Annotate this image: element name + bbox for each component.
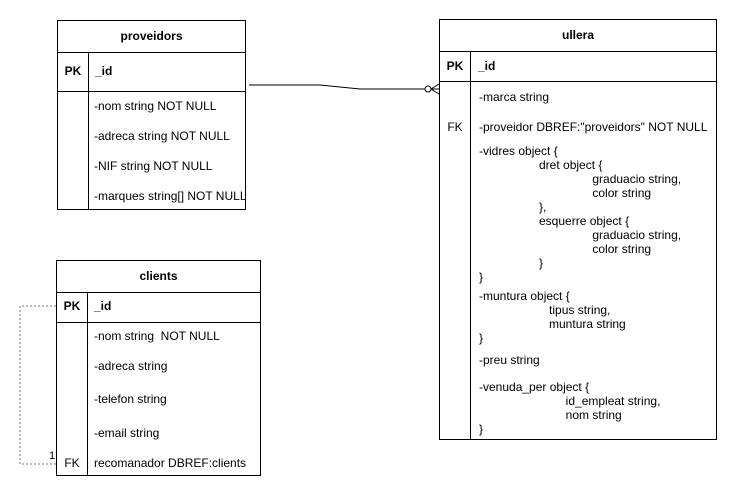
ullera-vidres-line: -vidres object { [479, 144, 558, 158]
self-link-cardinality: 1 [49, 450, 55, 462]
proveidors-pk-label: PK [64, 64, 82, 78]
crowfoot-circle [424, 85, 432, 93]
clients-field: -telefon string [94, 392, 167, 406]
ullera-vidres-line: graduacio string, [479, 172, 682, 186]
ullera-field-preu: -preu string [479, 353, 540, 367]
clients-field: -nom string NOT NULL [94, 329, 220, 343]
ullera-muntura-line: muntura string [479, 317, 626, 331]
ullera-vidres-line: esquerre object { [479, 214, 630, 228]
clients-field: -email string [94, 426, 160, 440]
proveidors-table[interactable]: proveidors PK _id -nom string NOT NULL -… [57, 20, 247, 210]
ullera-vidres-line: } [479, 256, 544, 270]
ullera-vidres-line: } [479, 270, 484, 284]
ullera-vidres-line: color string [479, 242, 652, 256]
ullera-vidres-line: }, [479, 200, 547, 214]
ullera-fk-field: -proveidor DBREF:"proveidors" NOT NULL [479, 120, 708, 134]
proveidors-key-divider [88, 52, 89, 209]
proveidors-field: -adreca string NOT NULL [94, 129, 230, 143]
clients-table-title: clients [57, 261, 260, 293]
ullera-key-divider [470, 51, 471, 439]
clients-field: -adreca string [94, 359, 168, 373]
proveidors-pk-field: _id [95, 64, 113, 78]
proveidors-table-title: proveidors [58, 21, 245, 53]
ullera-vidres-line: graduacio string, [479, 228, 682, 242]
ullera-venuda-line: id_empleat string, [479, 394, 661, 408]
crowfoot-lines [430, 83, 440, 95]
clients-fk-field: recomanador DBREF:clients [94, 456, 247, 470]
ullera-muntura-line: -muntura object { [479, 289, 570, 303]
ullera-table-title: ullera [440, 20, 716, 52]
ullera-venuda-line: -venuda_per object { [479, 380, 590, 394]
ullera-venuda-line: } [479, 422, 484, 436]
ullera-pk-label: PK [446, 59, 464, 73]
ullera-pk-field: _id [478, 59, 496, 73]
clients-pk-row [57, 292, 260, 323]
proveidors-pk-row [58, 52, 245, 92]
ullera-table[interactable]: ullera PK _id -marca string FK -proveido… [439, 19, 717, 440]
ullera-field-marca: -marca string [479, 90, 550, 104]
relation-proveidors-ullera[interactable] [249, 84, 439, 90]
clients-key-divider [87, 292, 88, 475]
ullera-vidres-line: dret object { [479, 158, 603, 172]
proveidors-field: -nom string NOT NULL [94, 99, 217, 113]
ullera-muntura-line: tipus string, [479, 303, 611, 317]
relation-clients-self[interactable] [19, 305, 56, 465]
clients-pk-label: PK [63, 299, 81, 313]
proveidors-field: -marques string[] NOT NULL [94, 189, 247, 203]
ullera-vidres-line: color string [479, 186, 652, 200]
ullera-muntura-line: } [479, 331, 484, 345]
ullera-pk-row [440, 51, 716, 82]
clients-table[interactable]: clients PK _id -nom string NOT NULL -adr… [56, 260, 261, 476]
clients-pk-field: _id [94, 299, 112, 313]
clients-fk-label: FK [64, 456, 80, 470]
proveidors-field: -NIF string NOT NULL [94, 159, 213, 173]
ullera-venuda-line: nom string [479, 408, 622, 422]
ullera-fk-label: FK [447, 120, 463, 134]
